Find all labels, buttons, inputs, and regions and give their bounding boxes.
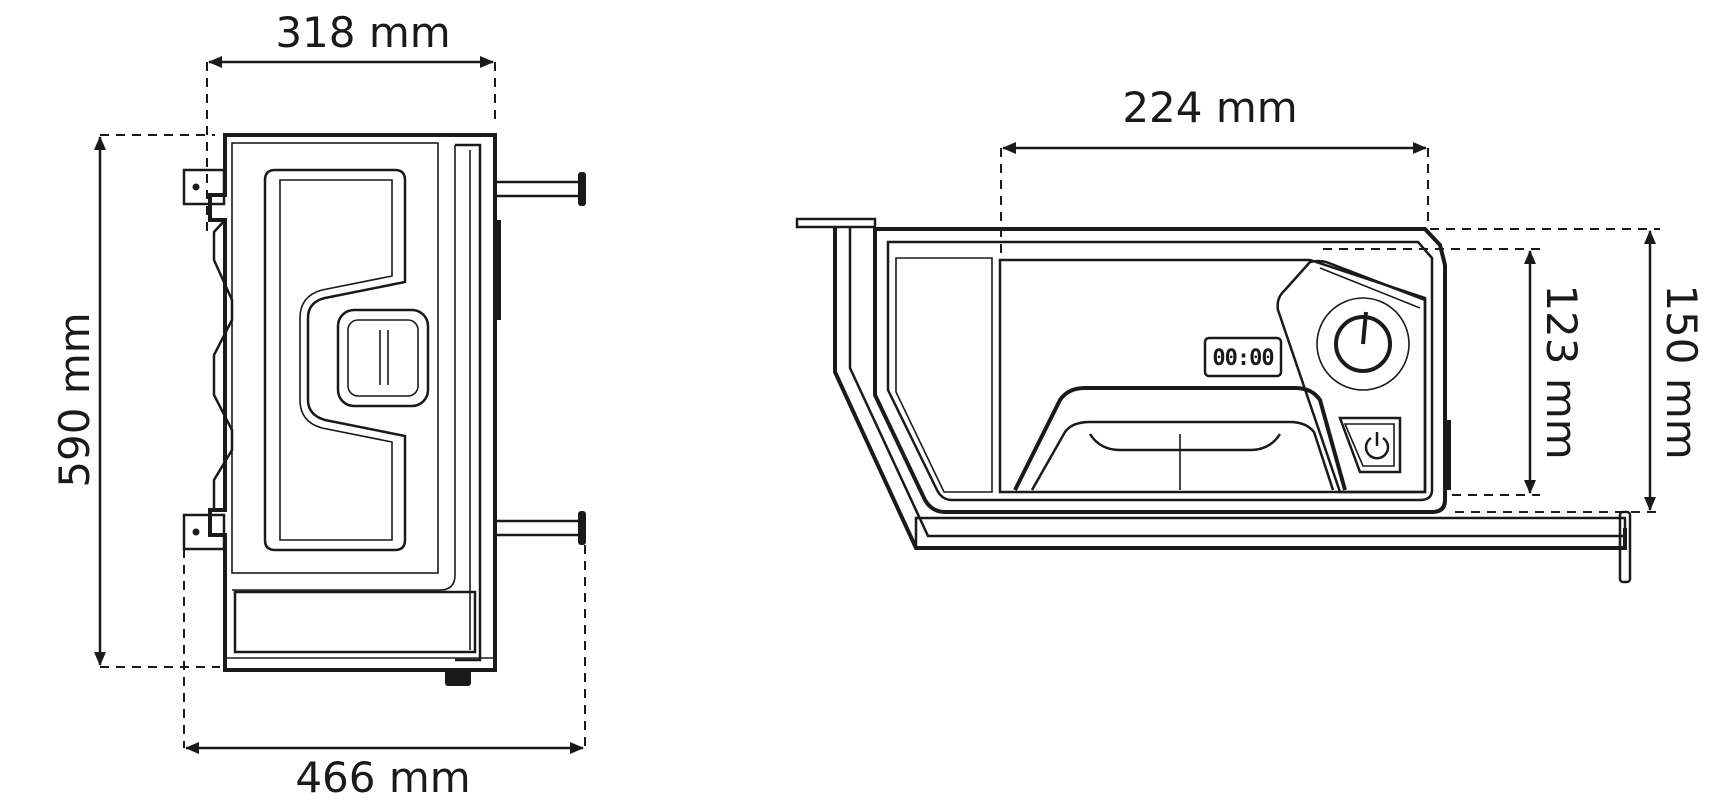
side-rod-bottom [493,519,585,537]
power-button[interactable] [1338,416,1402,474]
side-foot [445,670,471,686]
bracket-bottom [182,513,226,551]
side-rod-top-end [578,172,586,206]
front-body-inner [886,240,1434,502]
timer-display [1203,336,1283,378]
power-button-inner [1343,423,1395,467]
side-rod-top [493,180,585,198]
side-handle-grip-inner [347,319,419,397]
dim-height: 590 mm [50,134,220,668]
power-icon-arc [1364,436,1390,460]
front-floor-bar [914,516,1627,550]
side-handle-recess-inner [279,179,393,541]
side-view: 318 mm 590 mm 466 mm [50,8,586,802]
side-handle-grip [336,308,430,408]
side-rod-bottom-end [578,511,586,545]
dim-inner-height-label: 123 mm [1537,284,1586,459]
front-door-handle-grip [1088,433,1282,452]
front-side-latch [1445,420,1451,490]
side-right-stub [495,220,501,320]
dim-top-width-label: 318 mm [275,8,450,57]
knob-icon[interactable] [1334,315,1392,373]
dim-outer-height: 150 mm [1430,228,1706,513]
side-right-rail-inner [232,145,456,591]
dim-top-width: 318 mm [206,8,496,232]
side-wavy-edge [212,219,234,510]
front-door-handle [1013,386,1347,491]
dim-bottom-width-label: 466 mm [295,753,470,802]
front-view: 00:00 224 mm 123 mm 150 mm [795,83,1706,584]
knob-bezel [1316,297,1410,391]
dim-height-label: 590 mm [50,312,99,487]
front-top-lip [795,217,877,229]
front-outer-frame-inner [848,227,1625,538]
bracket-top-hole [192,183,200,191]
knob-pointer [1361,311,1368,345]
power-icon [1364,432,1390,460]
side-handle-recess [263,168,407,552]
dim-inner-height: 123 mm [1323,248,1586,496]
front-floor-bar-end [1618,510,1632,584]
dim-bottom-width: 466 mm [183,545,586,802]
dim-front-width: 224 mm [1000,83,1429,258]
bracket-top [182,168,226,206]
front-control-panel-line [1319,267,1421,309]
side-inner-panel [231,142,439,574]
dim-outer-height-label: 150 mm [1657,284,1706,459]
front-control-panel [1276,259,1427,494]
front-vent-grille [895,257,993,493]
front-body [873,227,1447,514]
dim-front-width-label: 224 mm [1122,83,1297,132]
bracket-bottom-hole [192,528,200,536]
timer-display-text: 00:00 [1212,346,1273,371]
side-bottom-drawer [233,590,477,654]
side-right-rail [455,143,482,662]
front-door-handle-inner [1030,420,1335,491]
side-body-outline [208,133,497,672]
